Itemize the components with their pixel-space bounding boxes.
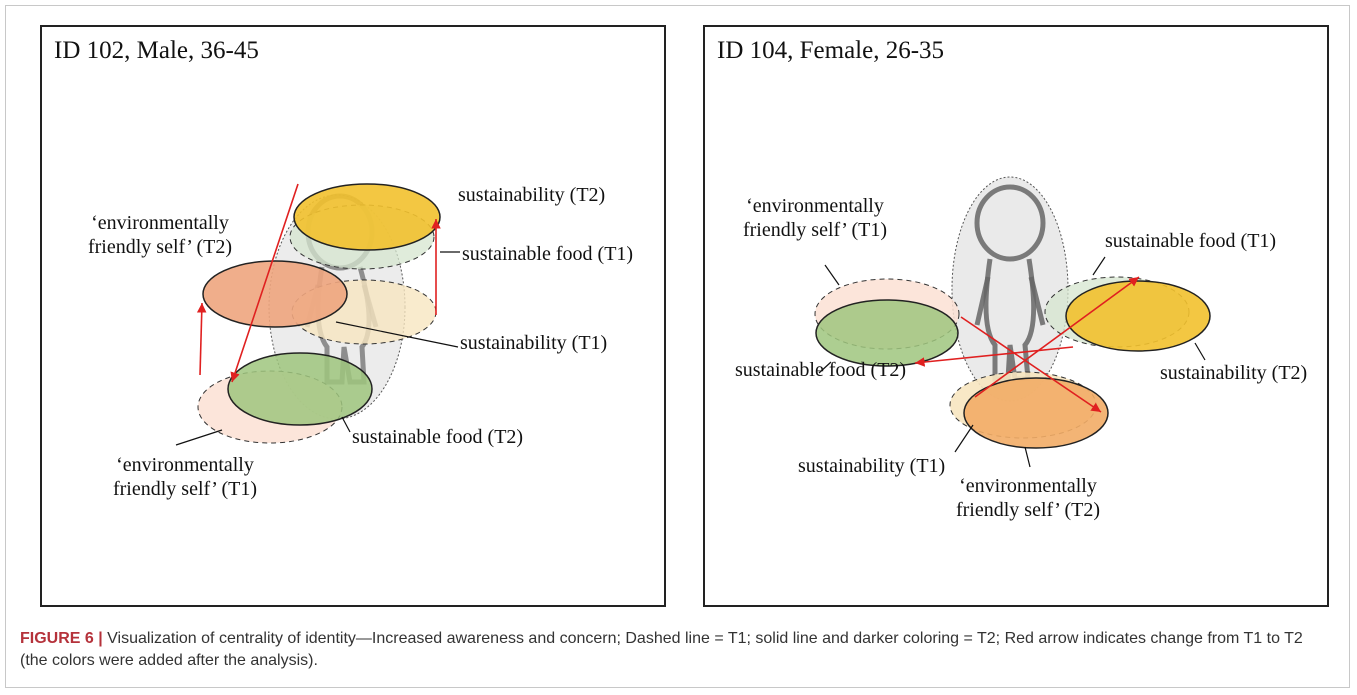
sustainability-t2-ellipse <box>1065 280 1211 352</box>
label-sustainable-food-t1: sustainable food (T1) <box>462 243 634 265</box>
label-env-self-t1: ‘environmentally friendly self’ (T1) <box>735 194 895 242</box>
arrow-food <box>230 183 299 383</box>
label-line: ‘environmentally <box>116 454 254 476</box>
figure-frame <box>5 5 1350 688</box>
env-self-t2-ellipse <box>202 260 348 328</box>
label-line: friendly self’ (T1) <box>112 478 257 500</box>
sustainability-t2-ellipse <box>293 183 441 251</box>
figure-caption: FIGURE 6 | Visualization of centrality o… <box>20 628 1330 672</box>
label-sustainable-food-t2: sustainable food (T2) <box>735 359 907 381</box>
label-env-self-t1: ‘environmentally friendly self’ (T1) <box>102 453 268 501</box>
arrow-food <box>914 346 1074 367</box>
panel-title: ID 102, Male, 36-45 <box>54 37 259 64</box>
panel-title: ID 104, Female, 26-35 <box>717 37 945 64</box>
label-line: ‘environmentally <box>91 212 229 234</box>
label-line: ‘environmentally <box>959 475 1097 497</box>
caption-text: Visualization of centrality of identity—… <box>20 630 1303 669</box>
panel-id-104: ID 104, Female, 26-35 ‘environmentally f… <box>703 25 1329 607</box>
label-sustainability-t1: sustainability (T1) <box>460 332 608 354</box>
label-line: friendly self’ (T2) <box>87 236 232 258</box>
change-arrows <box>914 276 1140 413</box>
person-icon <box>974 184 1046 382</box>
label-sustainability-t2: sustainability (T2) <box>1160 362 1308 384</box>
arrow-env-self <box>960 316 1102 413</box>
label-sustainability-t1: sustainability (T1) <box>798 455 946 477</box>
identity-diagram-left <box>175 183 460 446</box>
leader-lines <box>818 256 1206 468</box>
label-sustainability-t2: sustainability (T2) <box>458 184 606 206</box>
arrow-env-self <box>196 302 207 376</box>
figure-label: FIGURE 6 | <box>20 630 103 647</box>
label-sustainable-food-t2: sustainable food (T2) <box>352 426 524 448</box>
leader-lines <box>175 251 460 446</box>
identity-diagram-right <box>814 176 1211 468</box>
change-arrows <box>196 183 441 383</box>
env-self-t2-ellipse <box>963 377 1109 449</box>
arrow-sustainability <box>974 276 1140 398</box>
label-env-self-t2: ‘environmentally friendly self’ (T2) <box>77 211 243 259</box>
label-sustainable-food-t1: sustainable food (T1) <box>1105 230 1277 252</box>
sustainable-food-t2-ellipse <box>227 352 373 426</box>
label-line: friendly self’ (T2) <box>955 499 1100 521</box>
sustainable-food-t2-ellipse <box>815 299 959 367</box>
label-env-self-t2: ‘environmentally friendly self’ (T2) <box>938 474 1118 522</box>
panel-id-102: ID 102, Male, 36-45 sustainability (T2) … <box>40 25 666 607</box>
label-line: ‘environmentally <box>746 195 884 217</box>
label-line: friendly self’ (T1) <box>742 219 887 241</box>
